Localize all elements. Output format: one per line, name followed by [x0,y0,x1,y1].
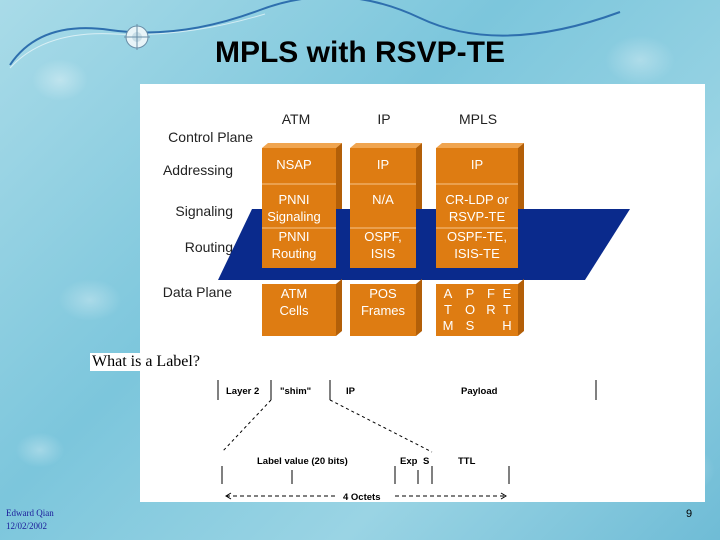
footer-author: Edward Qian [6,508,54,518]
mpls-column [436,148,524,336]
row-label-addressing: Addressing [163,162,233,178]
mpls-data-letter: F [487,286,495,301]
header-field-shim: "shim" [280,386,311,397]
atm-column [262,148,342,336]
header-field-ip: IP [346,386,356,397]
cell-ip-data-1: POS [369,286,397,301]
cell-atm-data-1: ATM [281,286,307,301]
column-header-mpls: MPLS [459,111,497,127]
cell-ip-routing-1: OSPF, [364,229,402,244]
cell-ip-signaling: N/A [372,192,394,207]
mpls-data-letter: O [465,302,475,317]
row-label-control-plane: Control Plane [168,129,253,145]
mpls-data-letter: S [466,318,475,333]
title-decoration [9,0,621,69]
page-number: 9 [686,508,693,520]
label-format-diagram [217,380,597,500]
cell-mpls-routing-2: ISIS-TE [454,246,500,261]
width-caption: 4 Octets [343,492,381,503]
shim-field-exp: Exp [400,456,418,467]
mpls-data-letter: P [466,286,475,301]
column-header-atm: ATM [282,111,311,127]
cell-atm-addressing: NSAP [276,157,311,172]
content-panel [140,84,705,502]
cell-atm-data-2: Cells [280,303,309,318]
row-label-routing: Routing [185,239,233,255]
section-heading-label: What is a Label? [90,353,202,371]
cell-atm-routing-1: PNNI [278,229,309,244]
shim-field-s: S [423,456,429,467]
mpls-data-letters: A P F E T O R T M S H [443,286,512,333]
cell-ip-addressing: IP [377,157,389,172]
mpls-data-letter: T [444,302,452,317]
shim-field-ttl: TTL [458,456,476,467]
mpls-data-letter: R [486,302,495,317]
cell-ip-data-2: Frames [361,303,406,318]
column-header-ip: IP [377,111,390,127]
column-backs [262,143,524,215]
footer-date: 12/02/2002 [6,521,48,531]
mpls-data-letter: A [444,286,453,301]
mpls-data-letter: T [503,302,511,317]
ip-column [350,148,422,336]
mpls-data-letter: M [443,318,454,333]
cell-mpls-addressing: IP [471,157,483,172]
header-field-payload: Payload [461,386,498,397]
cell-atm-signaling-1: PNNI [278,192,309,207]
cell-mpls-signaling-2: RSVP-TE [449,209,506,224]
mpls-data-letter: E [503,286,512,301]
mpls-data-letter: H [502,318,511,333]
header-field-layer2: Layer 2 [226,386,259,397]
slide-title: MPLS with RSVP-TE [214,36,505,69]
shim-field-label-value: Label value (20 bits) [257,456,348,467]
cell-atm-routing-2: Routing [272,246,317,261]
orb-icon [124,24,150,50]
cell-atm-signaling-2: Signaling [267,209,321,224]
row-label-data-plane: Data Plane [163,284,232,300]
row-label-signaling: Signaling [175,203,233,219]
cell-mpls-signaling-1: CR-LDP or [445,192,509,207]
cell-ip-routing-2: ISIS [371,246,396,261]
cell-mpls-routing-1: OSPF-TE, [447,229,507,244]
